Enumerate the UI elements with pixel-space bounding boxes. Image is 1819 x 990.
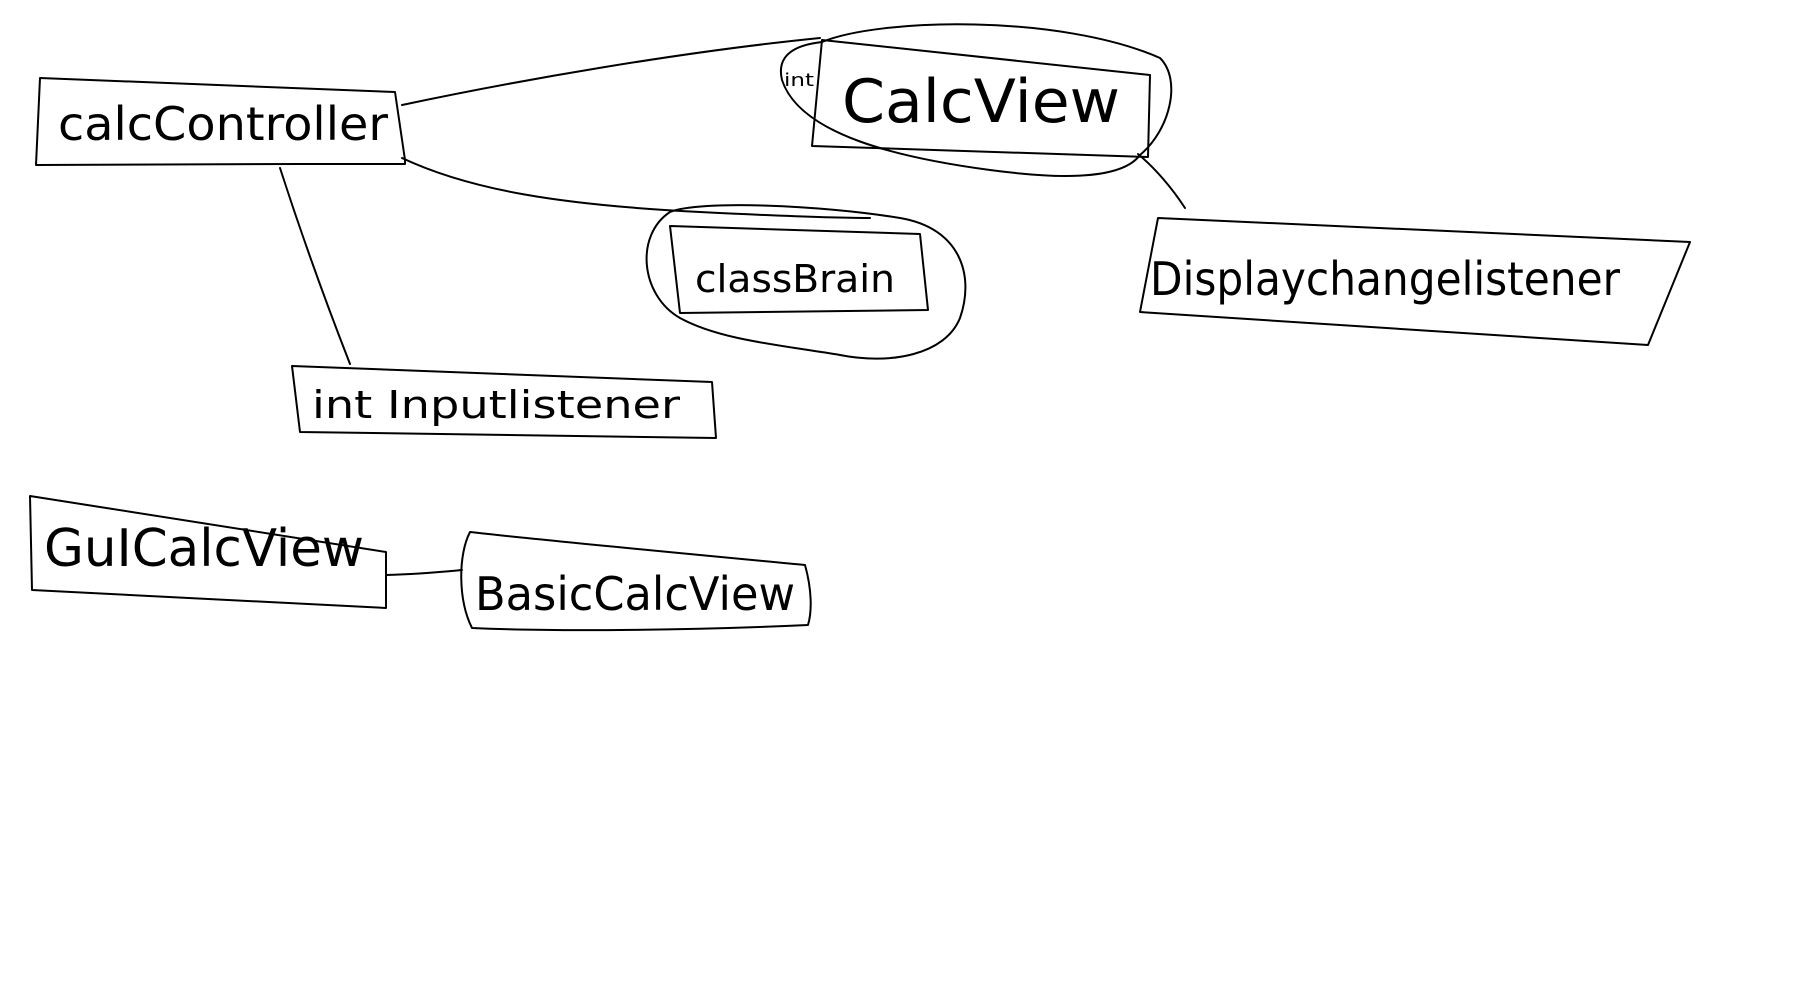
- edge-controller-to-classbrain: [401, 157, 871, 219]
- edge-controller-to-inputlistener: [279, 167, 351, 365]
- calc-controller-label: calcController: [58, 97, 388, 151]
- calc-view-outer-oval: [779, 23, 1173, 177]
- calc-view-label: CalcView: [842, 67, 1120, 137]
- node-class-brain: classBrain: [645, 204, 967, 360]
- node-input-listener: int Inputlistener: [291, 365, 717, 439]
- calc-view-prefix: int: [784, 70, 814, 91]
- class-brain-label: classBrain: [695, 257, 895, 301]
- gui-calc-view-label: GuICalcView: [44, 519, 364, 579]
- class-brain-box: [669, 225, 929, 314]
- node-gui-calc-view: GuICalcView: [29, 495, 387, 609]
- input-listener-box: [291, 365, 717, 439]
- node-calc-controller: calcController: [35, 77, 406, 166]
- class-brain-outer-oval: [645, 204, 967, 360]
- node-display-change-listener: Displaychangelistener: [1139, 217, 1691, 346]
- basic-calc-view-box: [460, 531, 812, 632]
- node-calc-view: int CalcView: [779, 23, 1173, 177]
- edge-controller-to-calcview: [401, 37, 821, 106]
- edge-guicalcview-to-basiccalcview: [385, 569, 463, 576]
- calc-controller-box: [35, 77, 406, 166]
- node-basic-calc-view: BasicCalcView: [460, 531, 812, 632]
- gui-calc-view-box: [29, 495, 387, 609]
- input-listener-label: int Inputlistener: [312, 383, 680, 427]
- edges: [279, 37, 1186, 576]
- basic-calc-view-label: BasicCalcView: [475, 567, 795, 621]
- display-change-listener-box: [1139, 217, 1691, 346]
- edge-calcview-to-displaychangelistener: [1137, 153, 1186, 209]
- calc-view-box: [811, 39, 1151, 158]
- display-change-listener-label: Displaychangelistener: [1150, 252, 1620, 306]
